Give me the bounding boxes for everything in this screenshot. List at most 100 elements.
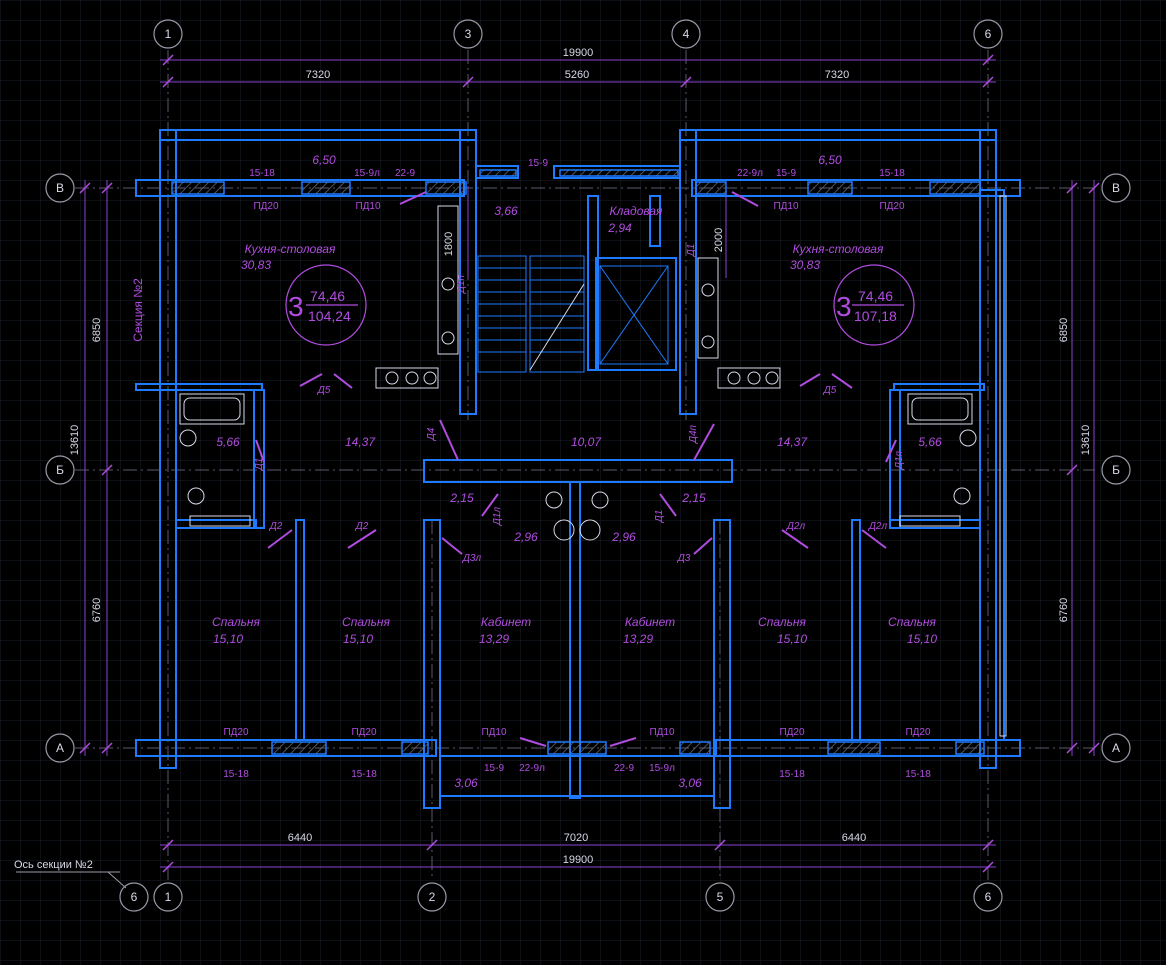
axis-top-6: 6 [985,27,992,41]
room-labels: Кухня-столовая 30,83 Кухня-столовая 30,8… [212,153,942,790]
window-marks: 15-18 15-9л 22-9 15-9 22-9л 15-9 15-18 1… [223,158,931,780]
apartment-markers [285,264,915,346]
apartment-1-total: 104,24 [308,308,351,324]
dim-bottom-seg-1: 6440 [288,832,312,844]
axis-top-1: 1 [165,27,172,41]
room-area-bath-left: 5,66 [216,435,240,449]
room-area-study-1: 13,29 [479,632,509,646]
dim-top-seg-1: 7320 [306,69,330,81]
axis-bottom-1: 1 [165,890,172,904]
door-mark: Д1 [654,510,665,524]
room-area-closet-right: 2,96 [611,530,636,544]
sill-mark: ПД20 [779,727,805,738]
window-mark: 15-18 [223,769,249,780]
dim-top-total: 19900 [563,47,594,59]
dim-left-bottom: 6760 [91,598,103,622]
axis-left-b: Б [56,463,64,477]
sill-mark: ПД10 [649,727,675,738]
room-name-kitchen-right: Кухня-столовая [793,242,884,256]
door-mark: Д2л [868,521,888,532]
room-area-hall-left: 14,37 [345,435,376,449]
section-label: Секция №2 [131,278,145,342]
window-mark: 15-18 [779,769,805,780]
dim-bottom-seg-2: 7020 [564,832,588,844]
axis-bottom-6a: 6 [131,890,138,904]
room-area-bedroom-2: 15,10 [343,632,373,646]
room-area-loggia-left: 6,50 [312,153,336,167]
door-mark: Д1 [254,458,265,472]
window-mark: 22-9л [737,168,763,179]
apartment-2-rooms: 3 [836,291,852,322]
dimension-ticks [79,54,1100,873]
door-mark: Д3л [462,553,482,564]
room-area-closet-left: 2,96 [513,530,538,544]
door-mark: Д2л [786,521,806,532]
door-mark: Д1 [686,244,697,258]
apartment-2-living: 74,46 [858,288,893,304]
room-name-storage: Кладовая [610,204,663,218]
door-mark: Д1п [456,274,467,294]
window-mark: 15-9 [484,763,504,774]
apartment-2-total: 107,18 [854,308,897,324]
door-mark: Д2 [269,521,283,532]
dim-right-bottom: 6760 [1058,598,1070,622]
room-name-study-2: Кабинет [625,615,675,629]
door-mark: Д3 [677,553,691,564]
window-hatches [171,169,985,755]
room-name-study-1: Кабинет [481,615,531,629]
axis-right-a: А [1112,741,1120,755]
walls [135,129,1021,809]
room-name-bedroom-1: Спальня [212,615,260,629]
axis-bottom-5: 5 [717,890,724,904]
room-area-bedroom-1: 15,10 [213,632,243,646]
apartment-2: 3 74,46 107,18 [836,288,897,324]
room-area-balcony-right: 3,06 [678,776,702,790]
dim-bottom-seg-3: 6440 [842,832,866,844]
axis-top-4: 4 [683,27,690,41]
room-area-loggia-right: 6,50 [818,153,842,167]
room-name-bedroom-4: Спальня [888,615,936,629]
room-name-bedroom-2: Спальня [342,615,390,629]
room-area-storage: 2,94 [607,221,632,235]
window-mark: 22-9 [614,763,634,774]
dim-left-top: 6850 [91,318,103,342]
sill-mark: ПД20 [253,201,279,212]
dim-left-total: 13610 [69,425,81,456]
axis-right-b: Б [1112,463,1120,477]
door-mark: Д1п [894,450,905,470]
room-area-study-2: 13,29 [623,632,653,646]
room-area-hall-top: 3,66 [494,204,518,218]
sill-marks: ПД20 ПД10 ПД10 ПД20 ПД20 ПД20 ПД10 ПД10 … [223,201,931,738]
door-swings [255,191,897,747]
door-mark: Д5 [823,385,837,396]
room-area-lobby: 10,07 [571,435,602,449]
window-mark: 15-18 [249,168,275,179]
apartment-1: 3 74,46 104,24 [288,288,351,324]
room-area-wc-right: 2,15 [681,491,706,505]
axis-section-leader-2 [107,871,127,889]
door-mark: Д4 [426,427,437,441]
axis-top-3: 3 [465,27,472,41]
stair-flights [477,255,585,373]
sill-mark: ПД20 [879,201,905,212]
door-mark: Д1л [492,507,503,527]
window-mark: 15-9 [528,158,548,169]
room-area-wc-left: 2,15 [449,491,474,505]
sill-mark: ПД10 [481,727,507,738]
window-mark: 15-18 [879,168,905,179]
window-mark: 22-9 [395,168,415,179]
door-mark: Д5 [317,385,331,396]
door-mark: Д4п [688,424,699,444]
room-name-bedroom-3: Спальня [758,615,806,629]
window-mark: 15-18 [905,769,931,780]
axis-left-a: А [56,741,64,755]
room-area-kitchen-left: 30,83 [241,258,271,272]
room-area-hall-right: 14,37 [777,435,808,449]
room-area-bedroom-3: 15,10 [777,632,807,646]
dim-top-seg-2: 5260 [565,69,589,81]
window-mark: 15-9л [649,763,675,774]
sill-mark: ПД20 [351,727,377,738]
apartment-1-living: 74,46 [310,288,345,304]
window-mark: 22-9л [519,763,545,774]
dim-bottom-total: 19900 [563,854,594,866]
